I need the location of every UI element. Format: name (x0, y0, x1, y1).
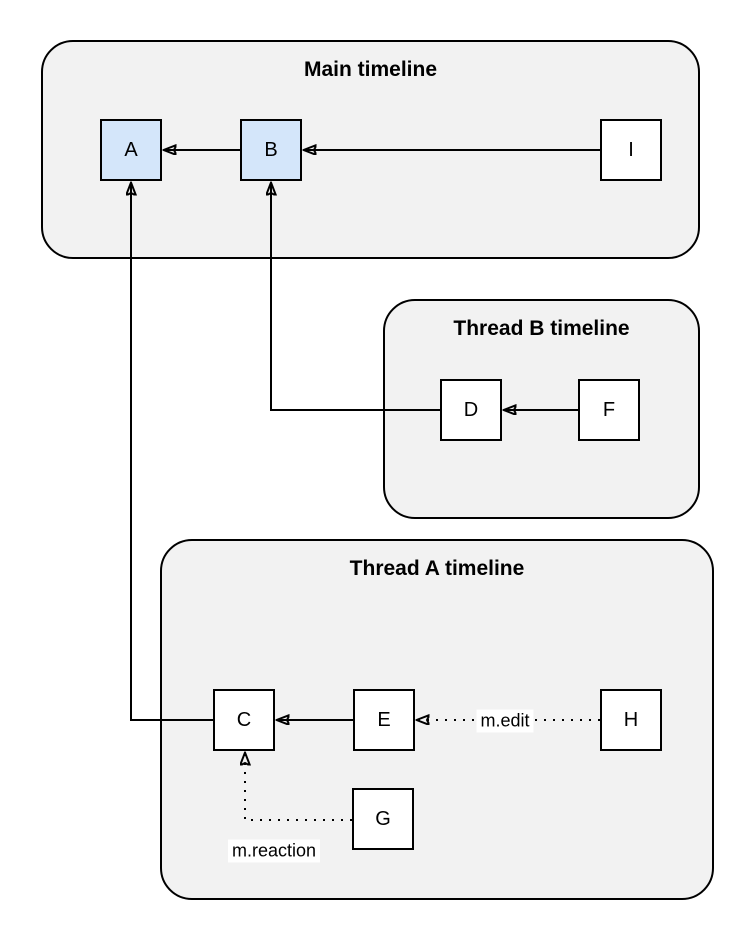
node-c: C (213, 689, 275, 751)
edge-label-m-reaction: m.reaction (227, 839, 321, 863)
container-main-timeline-title: Main timeline (303, 58, 438, 81)
container-thread-b-timeline: Thread B timeline (383, 299, 700, 519)
edge-label-m-edit: m.edit (476, 709, 534, 733)
node-e: E (353, 689, 415, 751)
node-g: G (352, 788, 414, 850)
node-b: B (240, 119, 302, 181)
container-thread-b-timeline-title: Thread B timeline (453, 317, 630, 340)
node-a: A (100, 119, 162, 181)
container-thread-a-timeline-title: Thread A timeline (349, 557, 525, 580)
node-h: H (600, 689, 662, 751)
node-f: F (578, 379, 640, 441)
node-i: I (600, 119, 662, 181)
node-d: D (440, 379, 502, 441)
